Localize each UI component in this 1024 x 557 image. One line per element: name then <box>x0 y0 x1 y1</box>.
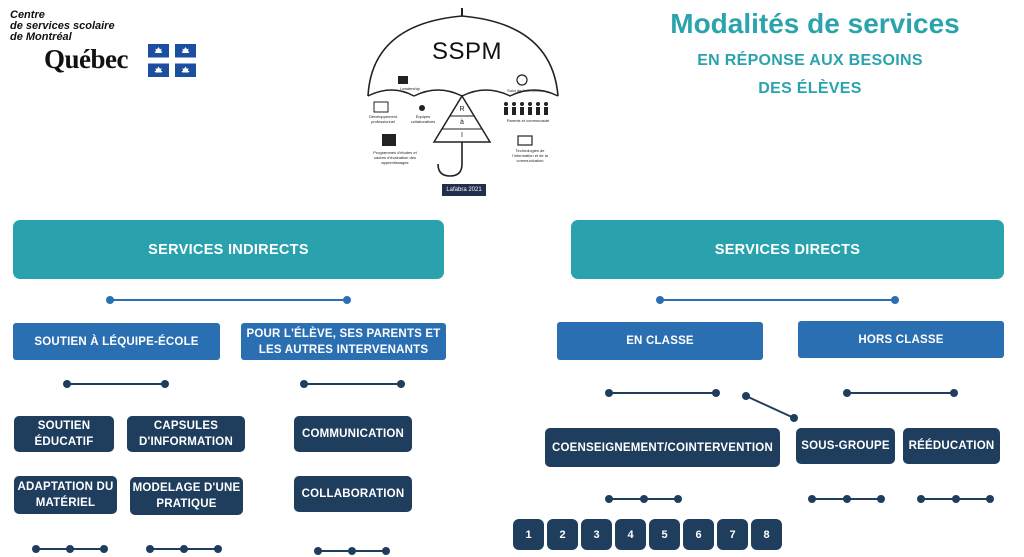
connector-dot <box>180 545 188 553</box>
connector-dot <box>891 296 899 304</box>
number-box-2: 2 <box>547 519 578 550</box>
connector-dot <box>300 380 308 388</box>
suivi-label: Suivi de l'intervention <box>507 88 545 93</box>
capsules-information-box: CAPSULES D'INFORMATION <box>127 416 245 452</box>
connector-dot <box>986 495 994 503</box>
number-box-6: 6 <box>683 519 714 550</box>
communication-box: COMMUNICATION <box>294 416 412 452</box>
quebec-wordmark: Québec <box>44 44 129 74</box>
connector-dot <box>605 389 613 397</box>
connector-dot <box>146 545 154 553</box>
pyramid-level-a: à <box>460 119 464 126</box>
connector-dot <box>808 495 816 503</box>
sous-groupe-box: SOUS-GROUPE <box>796 428 895 464</box>
collaboration-box: COLLABORATION <box>294 476 412 512</box>
connector-dot <box>214 545 222 553</box>
connector-dot <box>32 545 40 553</box>
logo-line-3: de Montréal <box>10 31 72 43</box>
connector-dot <box>66 545 74 553</box>
sspm-umbrella-diagram: SSPM Leadership Développement profession… <box>362 4 572 200</box>
number-box-1: 1 <box>513 519 544 550</box>
connector-dot <box>917 495 925 503</box>
sspm-label: SSPM <box>432 38 503 65</box>
connector-dot <box>343 296 351 304</box>
number-box-4: 4 <box>615 519 646 550</box>
programmes-label: Programmes d'études et cadres d'évaluati… <box>373 150 417 165</box>
connector-dot <box>605 495 613 503</box>
soutien-equipe-ecole-box: SOUTIEN À LÉQUIPE-ÉCOLE <box>13 323 220 360</box>
connector-dot <box>63 380 71 388</box>
number-box-3: 3 <box>581 519 612 550</box>
number-box-5: 5 <box>649 519 680 550</box>
modelage-pratique-box: MODELAGE D'UNE PRATIQUE <box>130 477 243 515</box>
connector <box>304 383 402 385</box>
connector-dot <box>161 380 169 388</box>
connector-dot <box>397 380 405 388</box>
en-classe-box: EN CLASSE <box>557 322 763 360</box>
leadership-label: Leadership <box>400 86 420 91</box>
credit-badge: Lafabra 2021 <box>442 184 486 196</box>
connector-dot <box>106 296 114 304</box>
soutien-educatif-box: SOUTIEN ÉDUCATIF <box>14 416 114 452</box>
adaptation-materiel-box: ADAPTATION DU MATÉRIEL <box>14 476 117 514</box>
parents-label: Parents et communauté <box>506 118 550 123</box>
umbrella-icon <box>367 8 559 177</box>
page-title: Modalités de services <box>670 8 960 39</box>
connector <box>67 383 166 385</box>
connector-dot <box>877 495 885 503</box>
connector-dot <box>656 296 664 304</box>
services-directs-header: SERVICES DIRECTS <box>571 220 1004 279</box>
connector-dot <box>843 495 851 503</box>
equipes-label: Équipes collaboratives <box>410 114 436 124</box>
logo-line-1: Centre <box>10 9 45 21</box>
cssm-quebec-logo: Centre de services scolaire de Montréal … <box>8 10 198 80</box>
quebec-flag-icon <box>148 44 196 77</box>
connector <box>847 392 955 394</box>
connector-directs <box>660 299 896 301</box>
connector-dot <box>674 495 682 503</box>
connector-dot <box>950 389 958 397</box>
page-subtitle-line-1: EN RÉPONSE AUX BESOINS <box>697 52 923 69</box>
number-box-7: 7 <box>717 519 748 550</box>
connector <box>609 392 717 394</box>
dev-pro-label: Développement professionnel <box>368 114 398 124</box>
technologies-label: Technologies de l'information et de la c… <box>512 148 548 163</box>
pour-eleve-box: POUR L'ÉLÈVE, SES PARENTS ET LES AUTRES … <box>241 323 446 360</box>
connector-dot <box>348 547 356 555</box>
connector-indirects <box>110 299 348 301</box>
connector-dot <box>843 389 851 397</box>
hors-classe-box: HORS CLASSE <box>798 321 1004 358</box>
diagonal-connector <box>742 392 798 422</box>
pyramid-level-r: R <box>459 106 465 113</box>
connector-dot <box>640 495 648 503</box>
connector-dot <box>100 545 108 553</box>
connector-dot <box>314 547 322 555</box>
logo-line-2: de services scolaire <box>10 20 115 32</box>
services-indirects-header: SERVICES INDIRECTS <box>13 220 444 279</box>
coenseignement-box: COENSEIGNEMENT/COINTERVENTION <box>545 428 780 467</box>
pyramid-level-i: I <box>461 132 463 139</box>
connector-dot <box>712 389 720 397</box>
reeducation-box: RÉÉDUCATION <box>903 428 1000 464</box>
connector-dot <box>382 547 390 555</box>
number-box-8: 8 <box>751 519 782 550</box>
page-subtitle-line-2: DES ÉLÈVES <box>758 80 862 97</box>
connector-dot <box>952 495 960 503</box>
